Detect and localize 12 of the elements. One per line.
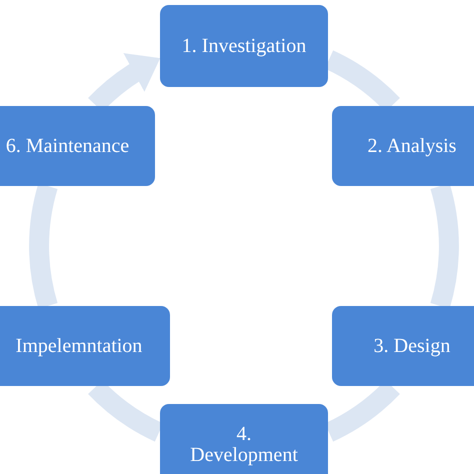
stage-box xyxy=(160,5,328,87)
stage-box xyxy=(332,306,474,386)
stage-box xyxy=(0,306,170,386)
stage-label: 4. Development xyxy=(190,424,298,466)
stage-label: 1. Investigation xyxy=(182,34,306,58)
stage-label: 6. Maintenance xyxy=(6,134,130,158)
stage-label: Impelemntation xyxy=(16,334,142,358)
stage-label: 3. Design xyxy=(374,334,450,358)
stage-box xyxy=(0,106,155,186)
stage-box xyxy=(332,106,474,186)
stage-box xyxy=(160,404,328,474)
stage-label: 2. Analysis xyxy=(368,134,456,158)
